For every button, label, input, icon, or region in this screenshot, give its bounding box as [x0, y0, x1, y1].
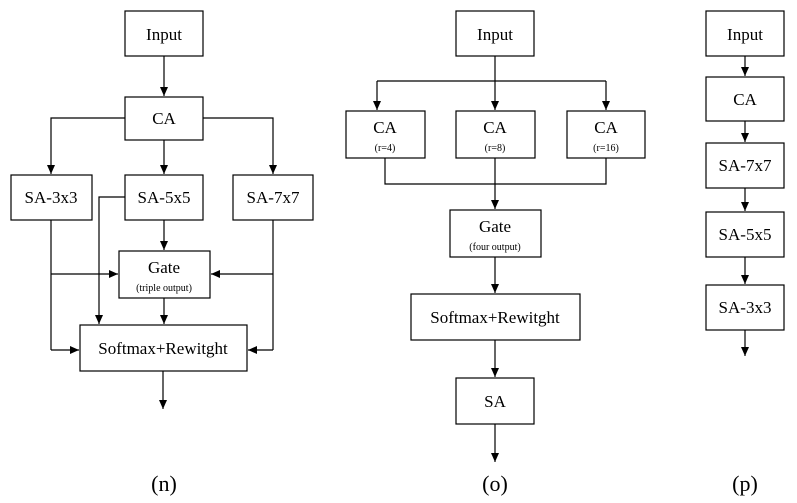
- panel-o-sa-box: SA: [455, 377, 535, 425]
- panel-o: Input CA (r=4) CA (r=8) CA (r=16) Gate (…: [345, 10, 646, 496]
- panel-n: Input CA SA-3x3 SA-5x5 SA-7x7 Gate (trip…: [10, 10, 314, 496]
- panel-p-sa7-box: SA-7x7: [705, 142, 785, 189]
- panel-o-input-box: Input: [455, 10, 535, 57]
- panel-p-ca-label: CA: [733, 90, 757, 109]
- panel-o-input-label: Input: [477, 25, 513, 44]
- panel-o-ca3-label: CA: [594, 118, 618, 137]
- panel-o-ca3-box: CA (r=16): [566, 110, 646, 159]
- panel-o-ca2-label: CA: [483, 118, 507, 137]
- panel-n-sa7-box: SA-7x7: [232, 174, 314, 221]
- panel-p: Input CA SA-7x7 SA-5x5 SA-3x3 (p): [705, 10, 785, 496]
- panel-o-softmax-label: Softmax+Rewitght: [430, 308, 560, 327]
- panel-n-caption: (n): [151, 471, 177, 496]
- panel-o-ca1-label: CA: [373, 118, 397, 137]
- panel-o-ca1-box: CA (r=4): [345, 110, 426, 159]
- panel-o-ca2-box: CA (r=8): [455, 110, 536, 159]
- panel-n-sa3-box: SA-3x3: [10, 174, 93, 221]
- panel-o-gate-box: Gate (four output): [449, 209, 542, 258]
- panel-n-connectors: [47, 56, 277, 409]
- panel-n-ca-label: CA: [152, 109, 176, 128]
- panel-n-softmax-label: Softmax+Rewitght: [98, 339, 228, 358]
- panel-p-ca-box: CA: [705, 76, 785, 122]
- panel-p-sa3-box: SA-3x3: [705, 284, 785, 331]
- panel-n-sa3-label: SA-3x3: [25, 188, 78, 207]
- panel-o-gate-label: Gate: [479, 217, 511, 236]
- panel-n-sa7-label: SA-7x7: [247, 188, 300, 207]
- panel-p-input-label: Input: [727, 25, 763, 44]
- panel-p-caption: (p): [732, 471, 758, 496]
- panel-p-sa5-label: SA-5x5: [719, 225, 772, 244]
- panel-n-input-box: Input: [124, 10, 204, 57]
- panel-n-sa5-box: SA-5x5: [124, 174, 204, 221]
- panel-o-ca3-sublabel: (r=16): [593, 143, 619, 154]
- panel-o-sa-label: SA: [484, 392, 506, 411]
- panel-n-softmax-box: Softmax+Rewitght: [79, 324, 248, 372]
- panel-p-sa7-label: SA-7x7: [719, 156, 772, 175]
- panel-n-gate-box: Gate (triple output): [118, 250, 211, 299]
- panel-n-ca-box: CA: [124, 96, 204, 141]
- panel-n-sa5-label: SA-5x5: [138, 188, 191, 207]
- panel-o-ca1-sublabel: (r=4): [375, 143, 396, 154]
- panel-p-sa5-box: SA-5x5: [705, 211, 785, 258]
- panel-p-input-box: Input: [705, 10, 785, 57]
- panel-o-softmax-box: Softmax+Rewitght: [410, 293, 581, 341]
- panel-n-gate-label: Gate: [148, 258, 180, 277]
- panel-n-gate-sublabel: (triple output): [136, 283, 192, 294]
- panel-p-sa3-label: SA-3x3: [719, 298, 772, 317]
- panel-n-input-label: Input: [146, 25, 182, 44]
- panel-o-connectors: [373, 56, 610, 462]
- panel-o-gate-sublabel: (four output): [469, 242, 520, 253]
- panel-o-caption: (o): [482, 471, 508, 496]
- panel-o-ca2-sublabel: (r=8): [485, 143, 506, 154]
